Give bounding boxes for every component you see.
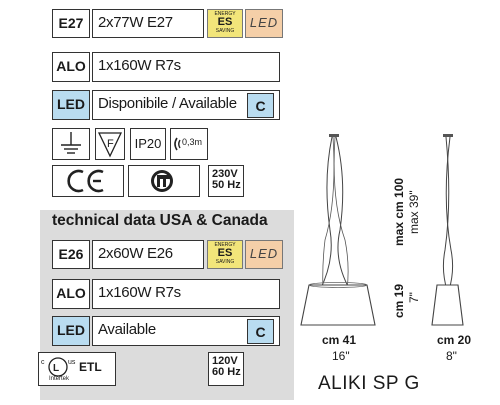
height-in-label: max 39": [407, 190, 421, 234]
led-badge: LED: [245, 240, 283, 269]
spec-e26-value: 2x60W E26: [92, 240, 204, 269]
distance-icon: 0,3m: [170, 128, 208, 160]
svg-text:L: L: [53, 363, 59, 374]
width-cm-label: cm 41: [322, 333, 357, 347]
class-c-badge: C: [247, 93, 274, 118]
spec-alo-usa-value: 1x160W R7s: [92, 279, 280, 309]
code-e27: E27: [52, 9, 90, 38]
depth-in-label: 8": [446, 349, 457, 363]
ip20-icon: IP20: [130, 128, 166, 160]
product-name: ALIKI SP G: [318, 373, 420, 394]
energy-saving-icon: ENERGY ES SAVING: [207, 9, 243, 38]
code-alo-usa: ALO: [52, 279, 90, 309]
code-led-usa: LED: [52, 316, 90, 346]
height-cm-label: max cm 100: [392, 177, 406, 246]
shade-height-in-label: 7": [407, 292, 421, 303]
led-badge: LED: [245, 9, 283, 38]
width-in-label: 16": [332, 349, 350, 363]
usa-title: technical data USA & Canada: [52, 212, 268, 229]
code-e26: E26: [52, 240, 90, 269]
spec-e27-value: 2x77W E27: [92, 9, 204, 38]
f-mark-icon: F: [95, 128, 125, 160]
lamp-drawing: [300, 134, 464, 326]
spec-alo-value: 1x160W R7s: [92, 52, 280, 82]
gost-mark-icon: [128, 165, 200, 197]
ground-icon: [52, 128, 90, 160]
svg-text:F: F: [107, 138, 114, 150]
class-c-badge: C: [247, 319, 274, 344]
etl-cert-icon: L c us ETL Intertek: [38, 352, 116, 386]
code-led: LED: [52, 90, 90, 120]
shade-height-cm-label: cm 19: [392, 283, 406, 318]
depth-cm-label: cm 20: [437, 333, 472, 347]
voltage-120-badge: 120V 60 Hz: [208, 352, 244, 386]
energy-saving-icon: ENERGY ES SAVING: [207, 240, 243, 269]
ce-mark-icon: [52, 165, 124, 197]
code-alo: ALO: [52, 52, 90, 82]
voltage-230-badge: 230V 50 Hz: [208, 165, 244, 197]
